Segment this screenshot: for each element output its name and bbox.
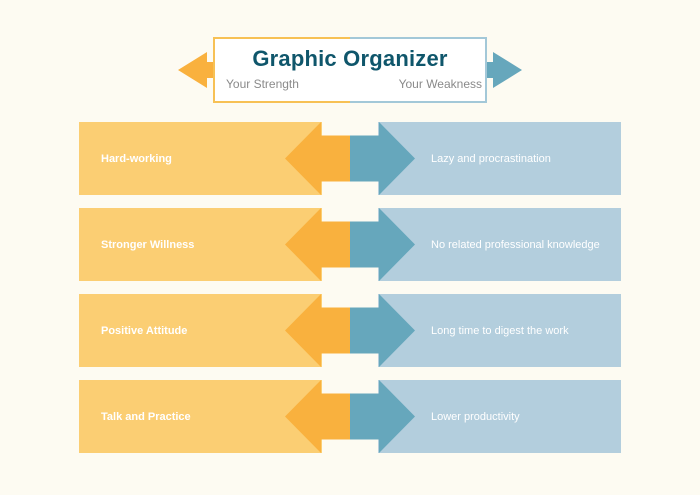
column-heading-weakness: Your Weakness (398, 77, 482, 91)
column-heading-strength: Your Strength (226, 77, 299, 91)
strength-block: Positive Attitude (79, 294, 322, 367)
weakness-label: Lazy and procrastination (431, 152, 551, 165)
page-title: Graphic Organizer (252, 46, 448, 71)
header-border-strength (213, 37, 350, 103)
weakness-label: Long time to digest the work (431, 324, 569, 337)
weakness-block: Lower productivity (378, 380, 621, 453)
comparison-row: Hard-working Lazy and procrastination (0, 122, 700, 195)
strength-label: Stronger Willness (101, 238, 195, 251)
strength-label: Hard-working (101, 152, 172, 165)
header-border-weakness (350, 37, 487, 103)
strength-block: Talk and Practice (79, 380, 322, 453)
comparison-row: Talk and Practice Lower productivity (0, 380, 700, 453)
weakness-block: Long time to digest the work (378, 294, 621, 367)
strength-direction-arrow-icon (178, 52, 214, 88)
comparison-row: Positive Attitude Long time to digest th… (0, 294, 700, 367)
strength-label: Talk and Practice (101, 410, 191, 423)
weakness-label: Lower productivity (431, 410, 520, 423)
weakness-direction-arrow-icon (486, 52, 522, 88)
comparison-row: Stronger Willness No related professiona… (0, 208, 700, 281)
strength-block: Stronger Willness (79, 208, 322, 281)
weakness-label: No related professional knowledge (431, 238, 600, 251)
weakness-block: No related professional knowledge (378, 208, 621, 281)
header-box: Graphic Organizer Your Strength Your Wea… (213, 37, 487, 103)
strength-block: Hard-working (79, 122, 322, 195)
strength-label: Positive Attitude (101, 324, 188, 337)
weakness-block: Lazy and procrastination (378, 122, 621, 195)
